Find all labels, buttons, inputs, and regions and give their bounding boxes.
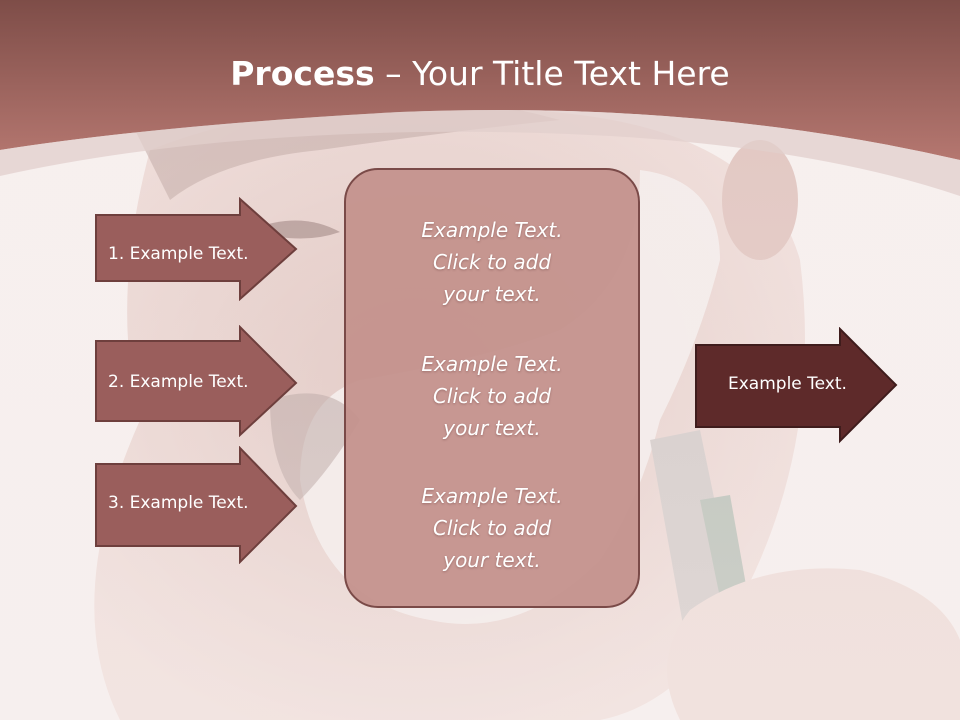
arrow-right-icon	[95, 446, 298, 564]
arrow-right-icon	[695, 327, 898, 444]
left-arrow-1[interactable]: 1. Example Text.	[94, 197, 300, 301]
title-rest: – Your Title Text Here	[374, 54, 730, 93]
slide-title[interactable]: Process – Your Title Text Here	[0, 52, 960, 96]
center-block-3: Example Text. Click to add your text.	[346, 480, 638, 576]
right-arrow[interactable]: Example Text.	[694, 327, 900, 445]
left-arrow-3-label: 3. Example Text.	[108, 493, 249, 513]
center-block-1-line2: Click to add	[432, 250, 552, 274]
center-block-2-line2: Click to add	[432, 384, 552, 408]
left-arrow-2-label: 2. Example Text.	[108, 372, 249, 392]
title-bold: Process	[230, 54, 375, 93]
center-block-2-line3: your text.	[443, 416, 541, 440]
arrow-right-icon	[95, 197, 298, 301]
center-block-2: Example Text. Click to add your text.	[346, 348, 638, 444]
left-arrow-1-label: 1. Example Text.	[108, 244, 249, 264]
arrow-right-icon	[95, 325, 298, 437]
center-block-2-line1: Example Text.	[421, 352, 563, 376]
center-block-3-line1: Example Text.	[421, 484, 563, 508]
left-arrow-2[interactable]: 2. Example Text.	[94, 325, 300, 437]
center-block-3-line3: your text.	[443, 548, 541, 572]
center-block-1-line1: Example Text.	[421, 218, 563, 242]
center-text-box[interactable]: Example Text. Click to add your text. Ex…	[344, 168, 640, 608]
center-block-1: Example Text. Click to add your text.	[346, 214, 638, 310]
center-block-1-line3: your text.	[443, 282, 541, 306]
header-band	[0, 0, 960, 196]
center-block-3-line2: Click to add	[432, 516, 552, 540]
left-arrow-3[interactable]: 3. Example Text.	[94, 446, 300, 564]
right-arrow-label: Example Text.	[728, 374, 847, 394]
